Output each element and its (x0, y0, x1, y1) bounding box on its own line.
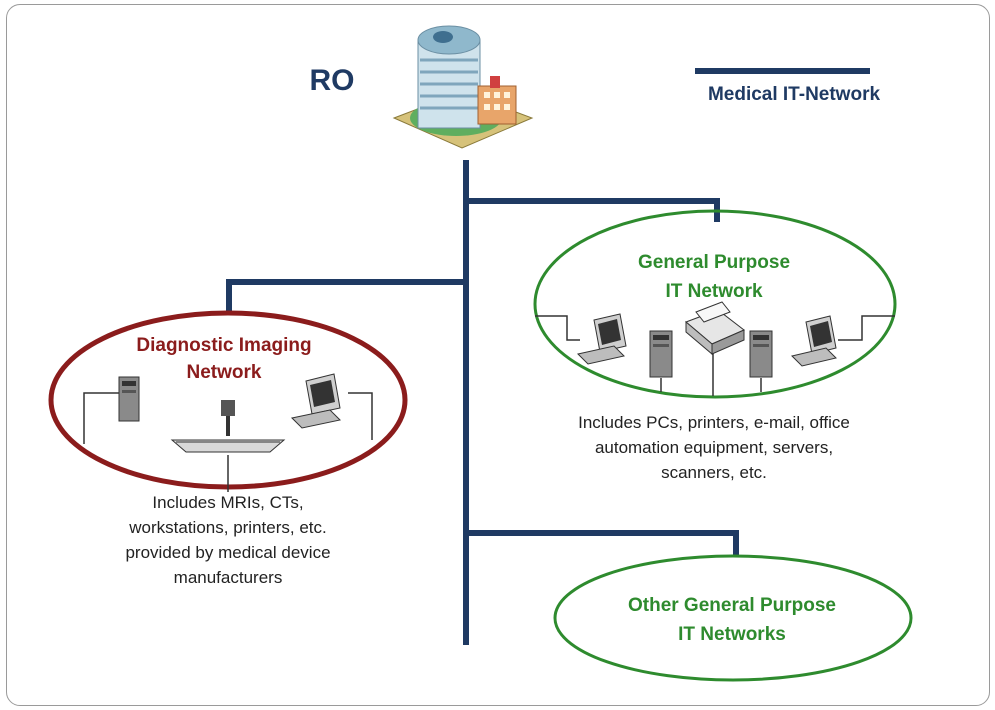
general-network-description: Includes PCs, printers, e-mail, office a… (534, 410, 894, 485)
general-connectors (535, 315, 895, 396)
diagnostic-connectors (83, 392, 373, 492)
diagnostic-network-description: Includes MRIs, CTs, workstations, printe… (78, 490, 378, 590)
other-network-title: Other General Purpose IT Networks (582, 591, 882, 649)
other-title-line: Other General Purpose (627, 595, 836, 616)
description-line: scanners, etc. (661, 463, 767, 482)
server-tower-icon (118, 376, 140, 422)
other-network-ellipse (553, 554, 913, 682)
ro-label: RO (309, 64, 355, 97)
general-network-title: General Purpose IT Network (594, 248, 834, 306)
workstation-pc-icon (290, 373, 342, 429)
diagnostic-title-line: Network (186, 362, 262, 383)
description-line: automation equipment, servers, (594, 438, 834, 457)
general-title-line: General Purpose (637, 252, 791, 273)
description-line: provided by medical device (125, 543, 331, 562)
network-backbone (226, 160, 739, 645)
legend-label: Medical IT-Network (707, 84, 881, 105)
desktop-pc-icon (791, 315, 837, 367)
description-line: manufacturers (173, 568, 283, 587)
diagnostic-title-line: Diagnostic Imaging (136, 335, 312, 356)
general-network-ellipse (533, 209, 897, 399)
general-title-line: IT Network (665, 281, 763, 302)
desktop-pc-icon (577, 313, 627, 365)
description-line: workstations, printers, etc. (129, 518, 327, 537)
server-tower-icon (749, 330, 773, 378)
mri-scanner-icon (170, 400, 286, 453)
diagnostic-network-title: Diagnostic Imaging Network (94, 332, 354, 386)
other-title-line: IT Networks (678, 624, 786, 645)
hospital-building-icon (392, 25, 534, 149)
printer-icon (685, 301, 745, 356)
server-tower-icon (649, 330, 673, 378)
description-line: Includes PCs, printers, e-mail, office (578, 413, 850, 432)
description-line: Includes MRIs, CTs, (152, 493, 304, 512)
